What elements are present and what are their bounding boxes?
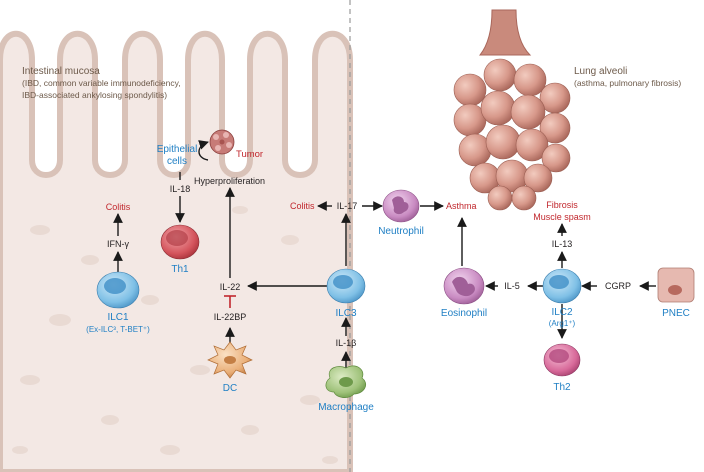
il22-label: IL-22 <box>220 282 241 292</box>
il1b-label: IL-1β <box>336 338 357 348</box>
th2-label: Th2 <box>553 382 571 393</box>
arrow-epithelial-to-tumor <box>198 140 209 161</box>
ifng-label: IFN-γ <box>107 239 129 249</box>
il22bp-label: IL-22BP <box>214 312 247 322</box>
eosinophil-cell <box>443 267 485 305</box>
muscle-spasm-label: Muscle spasm <box>533 212 591 222</box>
ilc1-label: ILC1 <box>107 312 129 323</box>
pnec-label: PNEC <box>662 308 690 319</box>
asthma-label: Asthma <box>446 201 477 211</box>
hyperproliferation-label: Hyperproliferation <box>194 176 265 186</box>
intestinal-mucosa-subtitle-2: IBD-associated ankylosing spondylitis) <box>22 90 167 100</box>
ilc2-cell <box>542 268 582 304</box>
th1-label: Th1 <box>171 264 189 275</box>
epithelial-cells-label-1: Epithelial <box>157 144 198 155</box>
fibrosis-label: Fibrosis <box>546 200 578 210</box>
epithelial-cells-label-2: cells <box>167 156 187 167</box>
intestinal-mucosa-subtitle-1: (IBD, common variable immunodeficiency, <box>22 78 181 88</box>
inhibition-il22bp-il22 <box>224 295 236 308</box>
colitis-il17-label: Colitis <box>290 201 315 211</box>
ilc1-sublabel: (Ex-ILC³, T-BET⁺) <box>86 325 150 334</box>
dc-label: DC <box>223 383 237 394</box>
il17-label: IL-17 <box>337 201 358 211</box>
tumor-label: Tumor <box>236 149 263 160</box>
mucosa-texture <box>12 206 338 464</box>
lung-alveoli-illustration <box>453 9 571 211</box>
lung-alveoli-title: Lung alveoli <box>574 66 627 77</box>
th1-cell <box>160 224 200 260</box>
eosinophil-label: Eosinophil <box>441 308 487 319</box>
macrophage-label: Macrophage <box>318 402 374 413</box>
il5-label: IL-5 <box>504 281 520 291</box>
dc-cell <box>207 341 253 379</box>
il18-label: IL-18 <box>170 184 191 194</box>
tumor-cell-cluster <box>209 129 235 155</box>
ilc1-cell <box>96 271 140 309</box>
il13-label: IL-13 <box>552 239 573 249</box>
intestinal-mucosa-title: Intestinal mucosa <box>22 66 100 77</box>
pnec-cell <box>657 267 695 303</box>
th2-cell <box>543 343 581 377</box>
ilc2-sublabel: (Arg1⁺) <box>549 319 576 328</box>
macrophage-cell <box>325 365 366 398</box>
arrows <box>113 140 656 368</box>
colitis-ilc1-label: Colitis <box>106 202 131 212</box>
cgrp-label: CGRP <box>605 281 631 291</box>
ilc3-cell <box>326 268 366 304</box>
lung-alveoli-subtitle: (asthma, pulmonary fibrosis) <box>574 78 681 88</box>
neutrophil-label: Neutrophil <box>378 226 424 237</box>
neutrophil-cell <box>382 189 420 223</box>
ilc2-label: ILC2 <box>551 307 573 318</box>
ilc3-label: ILC3 <box>335 308 357 319</box>
